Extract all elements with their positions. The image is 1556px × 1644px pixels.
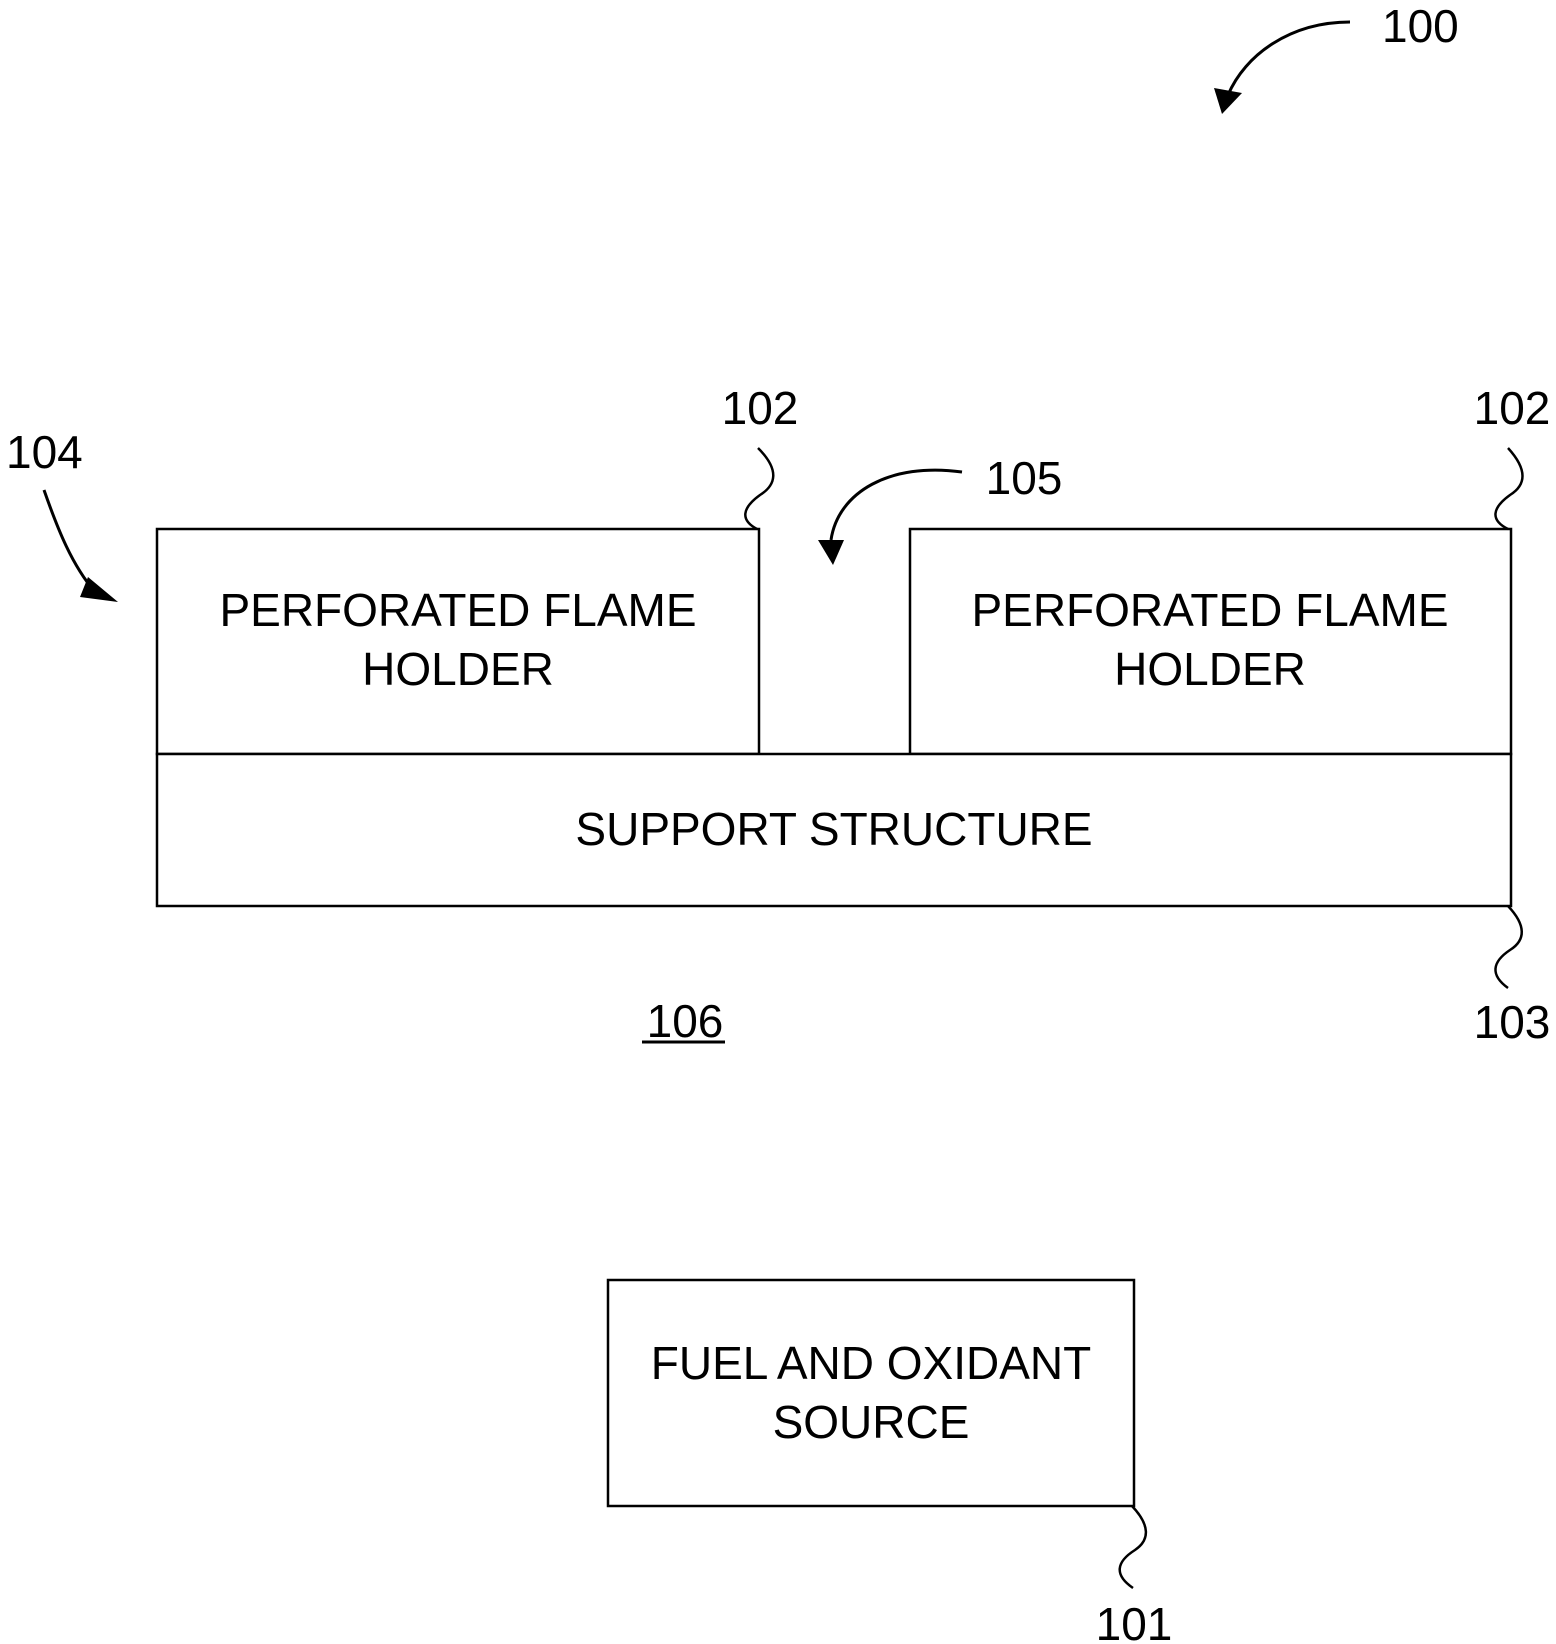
label-103: 103 <box>1474 996 1551 1048</box>
leader-102-right <box>1494 447 1524 531</box>
flame-holder-left-box <box>155 527 761 756</box>
arrowhead-104 <box>80 577 118 602</box>
label-100: 100 <box>1382 0 1459 52</box>
fuel-source-line1: FUEL AND OXIDANT <box>651 1337 1091 1389</box>
leader-101 <box>1118 1505 1148 1590</box>
label-101: 101 <box>1096 1598 1173 1644</box>
fuel-source-line2: SOURCE <box>773 1396 970 1448</box>
label-102-left: 102 <box>722 382 799 434</box>
label-106: 106 <box>647 995 724 1047</box>
flame-holder-left-line1: PERFORATED FLAME <box>219 584 696 636</box>
arrow-100 <box>1226 20 1351 96</box>
leader-103 <box>1494 905 1523 990</box>
flame-holder-right-line2: HOLDER <box>1114 643 1306 695</box>
label-105: 105 <box>986 452 1063 504</box>
flame-holder-left-line2: HOLDER <box>362 643 554 695</box>
arrow-104 <box>42 489 97 593</box>
flame-holder-right-line1: PERFORATED FLAME <box>971 584 1448 636</box>
arrowhead-105 <box>818 540 844 565</box>
flame-holder-right-box <box>908 527 1513 756</box>
arrowhead-100 <box>1214 88 1242 114</box>
arrow-105 <box>829 468 963 541</box>
support-structure-text: SUPPORT STRUCTURE <box>575 803 1092 855</box>
support-structure-box <box>155 752 1513 908</box>
fuel-source-box <box>606 1278 1136 1508</box>
leader-102-left <box>744 447 775 531</box>
label-104: 104 <box>6 426 83 478</box>
label-102-right: 102 <box>1474 382 1551 434</box>
